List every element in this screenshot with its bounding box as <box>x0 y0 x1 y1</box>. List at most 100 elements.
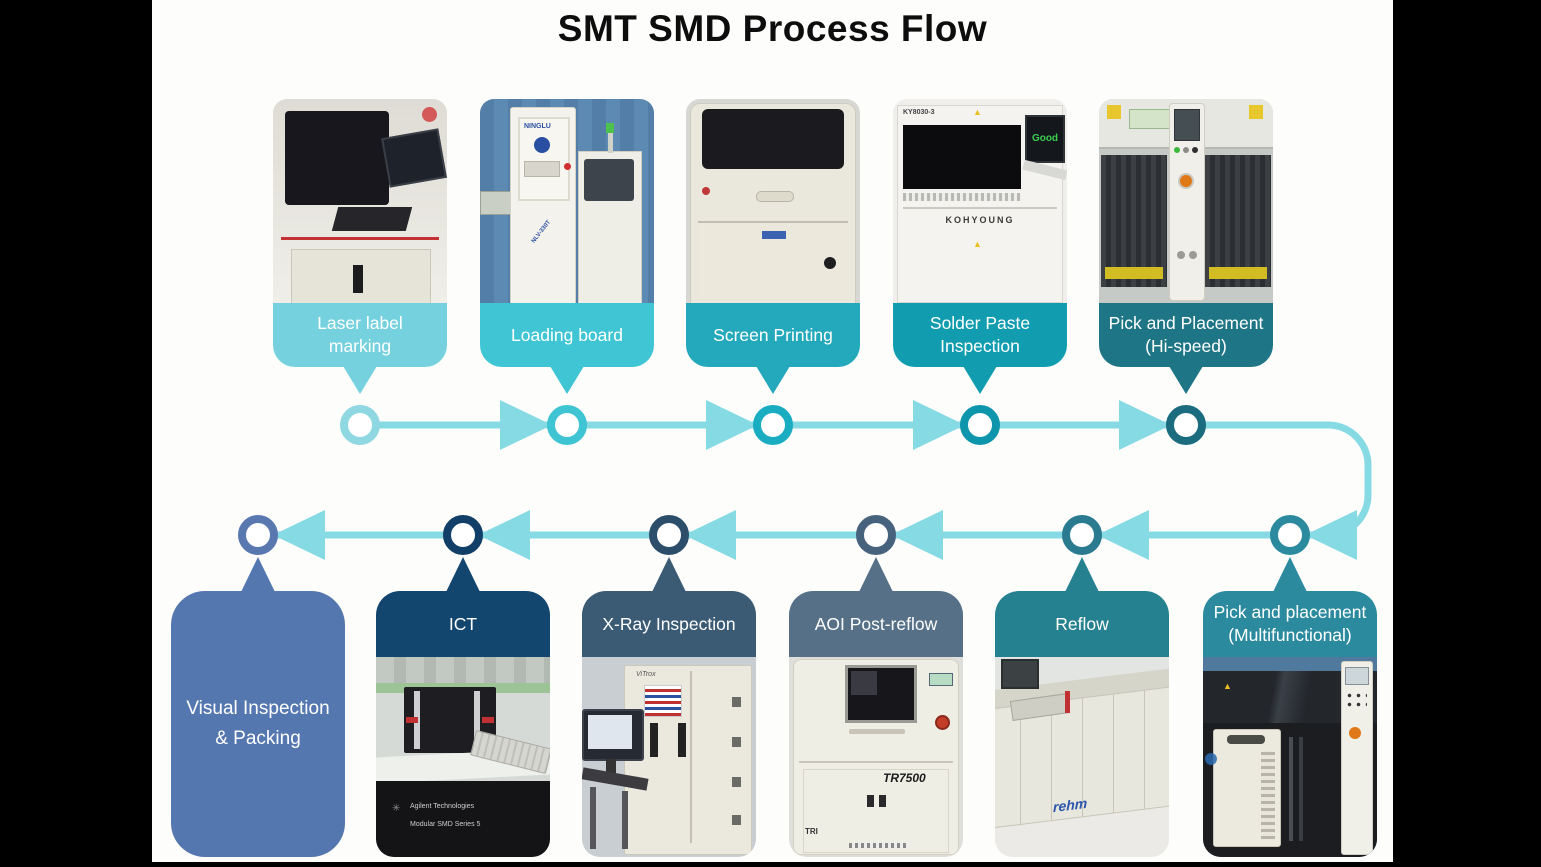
machine-photo-loading-board: NINGLU NLV-330T <box>480 99 654 303</box>
stage-label-line: (Hi-speed) <box>1145 336 1227 356</box>
red-marker <box>1065 691 1070 713</box>
stage-label-line: & Packing <box>215 728 301 749</box>
stage-label-line: marking <box>328 336 392 356</box>
vent-dots <box>849 843 909 848</box>
button-dot <box>1189 251 1197 259</box>
door-handle <box>867 795 874 807</box>
warning-triangle-icon: ▲ <box>1223 681 1232 691</box>
yellow-sticker <box>1107 105 1121 119</box>
button-dot <box>1174 147 1180 153</box>
machine-photo-pick-placement-multifunctional: ▲ <box>1203 657 1377 857</box>
stage-aoi-post-reflow: AOI Post-reflow TR7500 TRI <box>789 0 963 862</box>
machine-photo-ict: ✳ Agilent Technologies Modular SMD Serie… <box>376 657 550 857</box>
stage-label: Laser label marking <box>273 303 447 367</box>
stage-label: Solder Paste Inspection <box>893 303 1067 367</box>
brand-logo-star: ✳ <box>392 803 401 814</box>
stage-label-line: Loading board <box>511 324 623 345</box>
feeder-slot <box>524 161 560 177</box>
door-handle <box>879 795 886 807</box>
photo-text-ict-model: Modular SMD Series 5 <box>410 821 481 828</box>
red-stripe <box>281 237 439 240</box>
machine-photo-reflow: rehm <box>995 657 1169 857</box>
stage-label: ICT <box>376 591 550 657</box>
label-tail <box>550 366 584 394</box>
stage-label: Visual Inspection & Packing <box>171 591 345 857</box>
beacon-pole <box>608 131 613 153</box>
label-tail <box>756 366 790 394</box>
stage-label: Screen Printing <box>686 303 860 367</box>
machine-window <box>285 111 389 205</box>
machine-photo-screen-printing <box>686 99 860 303</box>
machine-photo-solder-paste-inspection: KY8030-3 Good KOHYOUNG ▲ ▲ <box>893 99 1067 303</box>
stop-button <box>564 163 571 170</box>
fixture-post <box>474 691 480 749</box>
machine-window <box>702 109 844 169</box>
stage-label-line: Laser label <box>317 313 403 334</box>
stage-ict: ICT ✳ Agilent Technologies Modular SMD S… <box>376 0 550 862</box>
door-slot <box>353 265 363 293</box>
label-tail <box>859 557 893 592</box>
machine-photo-x-ray: ViTrox <box>582 657 756 857</box>
stage-pick-and-placement-multifunctional: Pick and placement (Multifunctional) ▲ <box>1203 0 1377 862</box>
column-screen <box>1345 667 1369 685</box>
desk-leg <box>590 787 596 849</box>
stage-label-line: Pick and Placement <box>1108 313 1264 334</box>
stage-label-line: AOI Post-reflow <box>814 613 938 634</box>
operator-monitor: Good <box>1025 115 1065 163</box>
emergency-button <box>1178 173 1194 189</box>
beacon-light <box>606 123 614 133</box>
monitor-screen <box>588 715 632 749</box>
photo-text-spi-brand: KOHYOUNG <box>945 215 1015 225</box>
stage-label: Pick and placement (Multifunctional) <box>1203 591 1377 657</box>
stage-visual-inspection-packing: Visual Inspection & Packing <box>171 0 345 862</box>
side-window <box>584 159 634 201</box>
stage-label-line: ICT <box>448 613 478 634</box>
stage-label-line: Reflow <box>1055 613 1109 634</box>
photo-text-loading-brand: NINGLU <box>524 123 551 130</box>
feeder-yellow-strip <box>1209 267 1267 279</box>
stage-screen-printing: Screen Printing <box>686 0 860 862</box>
feeder-rod <box>1289 737 1293 841</box>
red-tag <box>482 717 494 723</box>
machine-photo-laser-label-marking <box>273 99 447 303</box>
stage-label-line: Visual Inspection <box>186 697 330 719</box>
stage-label-line: X-Ray Inspection <box>602 613 736 634</box>
label-tail <box>1169 366 1203 394</box>
stage-reflow: Reflow rehm <box>995 0 1169 862</box>
photo-text-xray-brand: ViTrox <box>636 671 656 678</box>
vent-strip <box>903 193 1021 201</box>
stage-label-line: Pick and placement <box>1213 602 1367 623</box>
label-tail <box>652 557 686 592</box>
machine-photo-pick-placement-hi-speed <box>1099 99 1273 303</box>
machine-screen <box>903 125 1021 189</box>
brand-logo-dot <box>422 107 437 122</box>
label-tail <box>446 557 480 592</box>
hinge <box>732 815 741 825</box>
photo-text-aoi-brand: TRI <box>805 827 818 836</box>
cabinet-handle <box>1227 735 1265 744</box>
machine-photo-aoi: TR7500 TRI <box>789 657 963 857</box>
feeder-rod <box>1299 737 1303 841</box>
hinge <box>732 737 741 747</box>
stage-label: Reflow <box>995 591 1169 657</box>
door-handle <box>650 723 658 757</box>
monitor-stand <box>606 759 616 773</box>
stage-solder-paste-inspection: KY8030-3 Good KOHYOUNG ▲ ▲ Solder Paste … <box>893 0 1067 862</box>
hinge <box>732 777 741 787</box>
yellow-sticker <box>1249 105 1263 119</box>
green-display <box>929 673 953 686</box>
screen-window <box>851 671 877 695</box>
status-dot <box>702 187 710 195</box>
feeder-yellow-strip <box>1105 267 1163 279</box>
warning-triangle-icon: ▲ <box>973 107 982 117</box>
slide-canvas: SMT SMD Process Flow Laser label marking… <box>152 0 1393 862</box>
stage-label-line: Solder Paste <box>929 313 1031 334</box>
button-grid <box>1345 691 1367 709</box>
stage-x-ray-inspection: X-Ray Inspection ViTrox <box>582 0 756 862</box>
photo-text-ict-brand: Agilent Technologies <box>410 803 475 810</box>
shelf-clutter <box>376 657 550 683</box>
label-tail <box>1273 557 1307 592</box>
page-title: SMT SMD Process Flow <box>557 8 988 49</box>
button-dot <box>1192 147 1198 153</box>
blue-logo-dot <box>1205 753 1217 765</box>
